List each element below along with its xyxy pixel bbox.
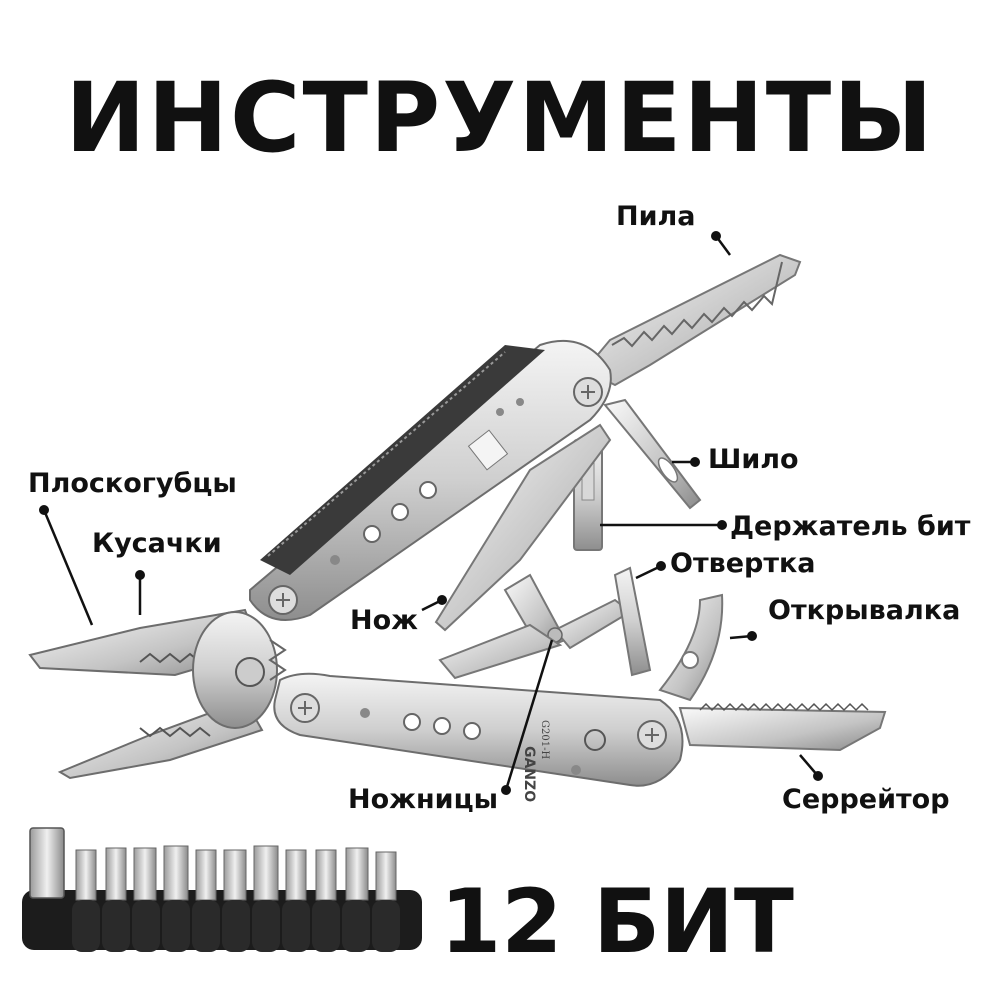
label-cutters: Кусачки: [92, 528, 222, 559]
page-title: ИНСТРУМЕНТЫ: [65, 62, 935, 174]
knife-blade: [434, 423, 612, 632]
label-saw: Пила: [616, 201, 696, 232]
upper-handle: [249, 339, 612, 621]
label-bit-holder: Держатель бит: [730, 511, 971, 542]
lower-handle: GANZO G201-H: [273, 672, 684, 802]
label-awl: Шило: [708, 444, 799, 475]
bit-socket: [29, 827, 65, 899]
bit-set: [22, 827, 422, 952]
leader-lines: [39, 231, 823, 795]
bits-caption: 12 БИТ: [440, 870, 794, 973]
serrated-blade: [678, 702, 887, 752]
label-serrated: Серрейтор: [782, 784, 950, 815]
label-screwdriver: Отвертка: [670, 548, 816, 579]
model-mark: G201-H: [539, 720, 550, 759]
lower-tools: [438, 566, 724, 702]
bit-items: [75, 845, 397, 901]
label-knife: Нож: [350, 605, 419, 636]
leader-pliers: [42, 509, 94, 626]
bit-holder-slots: [72, 900, 400, 952]
leader-scissors: [504, 639, 554, 791]
saw-blade: [583, 253, 802, 387]
label-pliers: Плоскогубцы: [28, 468, 237, 499]
label-bottle-opener: Открывалка: [768, 595, 961, 626]
pliers-head: [28, 608, 287, 780]
awl-tool: [603, 398, 702, 510]
brand-mark: GANZO: [521, 746, 537, 802]
label-scissors: Ножницы: [348, 784, 499, 815]
